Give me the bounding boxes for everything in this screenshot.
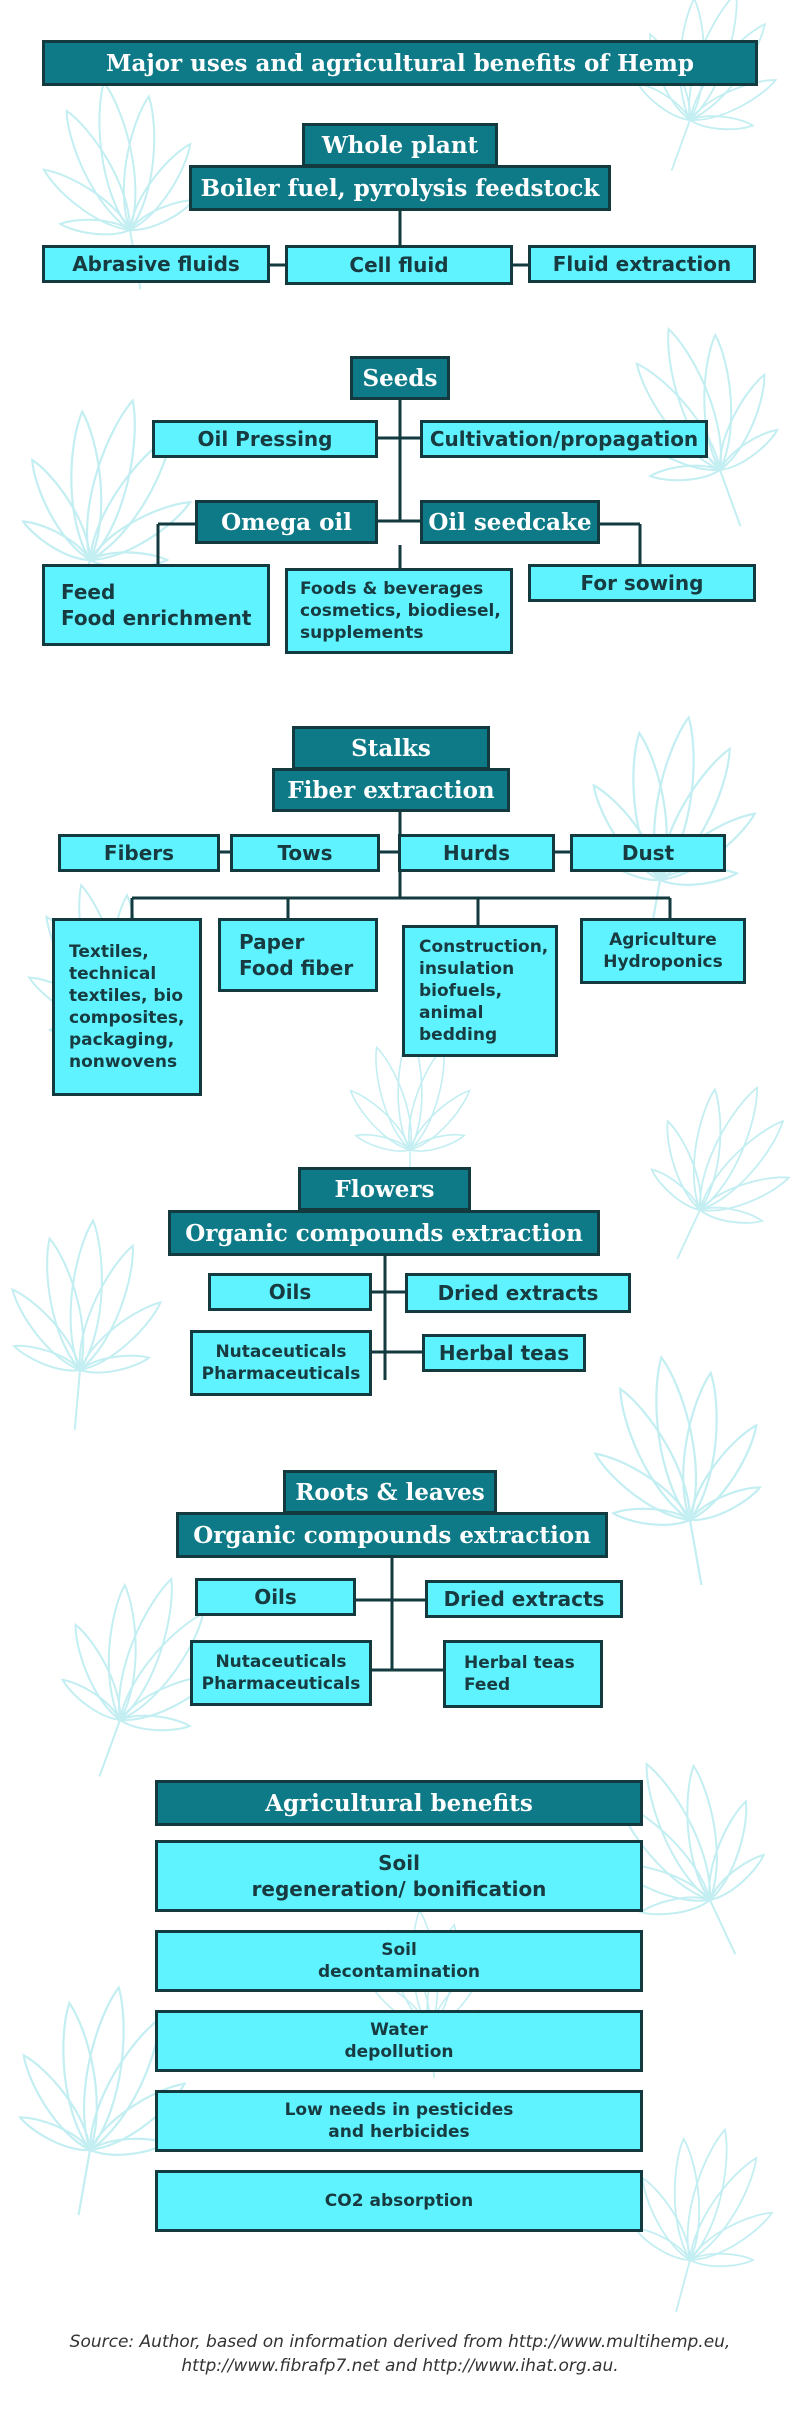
agricultural-benefits-header: Agricultural benefits bbox=[155, 1780, 643, 1826]
seeds-oil-pressing: Oil Pressing bbox=[152, 420, 378, 458]
stalks-agriculture: Agriculture Hydroponics bbox=[580, 918, 746, 984]
whole-plant-subheader: Boiler fuel, pyrolysis feedstock bbox=[189, 165, 611, 211]
stalks-tows: Tows bbox=[230, 834, 380, 872]
flowers-dried-extracts: Dried extracts bbox=[405, 1273, 631, 1313]
seeds-feed: Feed Food enrichment bbox=[42, 564, 270, 646]
hemp-leaf-icon bbox=[633, 2127, 774, 2313]
hemp-leaf-icon bbox=[349, 1028, 471, 1199]
hemp-leaf-icon bbox=[593, 1355, 763, 1586]
source-note: Source: Author, based on information der… bbox=[69, 2332, 731, 2376]
seeds-header: Seeds bbox=[350, 356, 450, 400]
seeds-oil-seedcake: Oil seedcake bbox=[420, 500, 600, 544]
roots-leaves-herbal-teas: Herbal teas Feed bbox=[443, 1640, 603, 1708]
seeds-for-sowing: For sowing bbox=[528, 564, 756, 602]
benefit-water-depollution: Water depollution bbox=[155, 2010, 643, 2072]
seeds-foods-beverages: Foods & beverages cosmetics, biodiesel, … bbox=[285, 568, 513, 654]
roots-leaves-subheader: Organic compounds extraction bbox=[176, 1512, 608, 1558]
benefit-soil-regeneration: Soil regeneration/ bonification bbox=[155, 1840, 643, 1912]
flowers-header: Flowers bbox=[298, 1167, 471, 1211]
page-title: Major uses and agricultural benefits of … bbox=[42, 40, 758, 86]
roots-leaves-oils: Oils bbox=[195, 1578, 356, 1616]
flowers-herbal-teas: Herbal teas bbox=[422, 1334, 586, 1372]
whole-plant-cell-fluid: Cell fluid bbox=[285, 245, 513, 285]
benefit-co2-absorption: CO2 absorption bbox=[155, 2170, 643, 2232]
stalks-paper: Paper Food fiber bbox=[218, 918, 378, 992]
roots-leaves-dried-extracts: Dried extracts bbox=[425, 1580, 623, 1618]
benefit-low-pesticides: Low needs in pesticides and herbicides bbox=[155, 2090, 643, 2152]
benefit-soil-decontamination: Soil decontamination bbox=[155, 1930, 643, 1992]
hemp-leaf-icon bbox=[650, 1085, 791, 1260]
flowers-subheader: Organic compounds extraction bbox=[168, 1210, 600, 1256]
stalks-textiles: Textiles, technical textiles, bio compos… bbox=[52, 918, 202, 1096]
stalks-header: Stalks bbox=[292, 726, 490, 770]
flowers-oils: Oils bbox=[208, 1273, 372, 1311]
hemp-leaf-icon bbox=[11, 1218, 163, 1430]
hemp-leaf-icon bbox=[42, 80, 196, 290]
seeds-cultivation: Cultivation/propagation bbox=[420, 420, 708, 458]
stalks-hurds: Hurds bbox=[398, 834, 555, 872]
stalks-construction: Construction, insulation biofuels, anima… bbox=[402, 925, 558, 1057]
roots-leaves-nutaceuticals: Nutaceuticals Pharmaceuticals bbox=[190, 1640, 372, 1706]
seeds-omega-oil: Omega oil bbox=[195, 500, 378, 544]
whole-plant-header: Whole plant bbox=[302, 123, 498, 167]
stalks-dust: Dust bbox=[570, 834, 726, 872]
whole-plant-fluid-extraction: Fluid extraction bbox=[528, 245, 756, 283]
stalks-fibers: Fibers bbox=[58, 834, 220, 872]
stalks-subheader: Fiber extraction bbox=[272, 768, 510, 812]
roots-leaves-header: Roots & leaves bbox=[283, 1470, 497, 1514]
whole-plant-abrasive-fluids: Abrasive fluids bbox=[42, 245, 270, 283]
flowers-nutaceuticals: Nutaceuticals Pharmaceuticals bbox=[190, 1330, 372, 1396]
